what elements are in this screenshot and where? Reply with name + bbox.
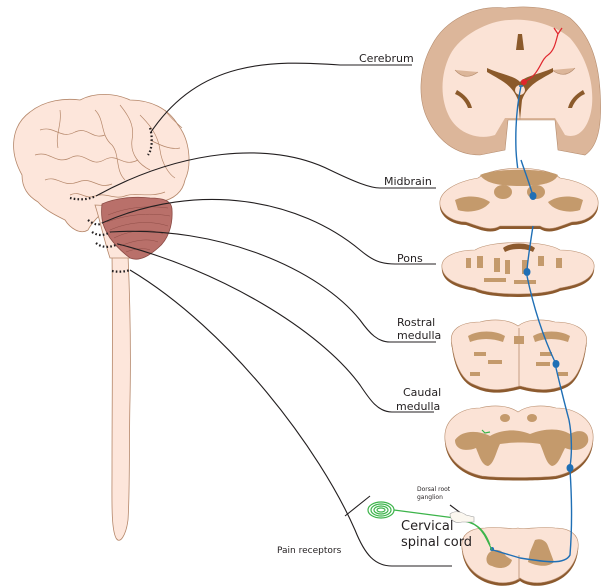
- leader-cerebrum: [150, 62, 412, 133]
- leader-lines: [95, 62, 463, 567]
- label-cervical-cord-1: Cervical: [401, 519, 453, 534]
- label-pain-receptors: Pain receptors: [277, 546, 342, 556]
- label-dorsal-root-ganglion-2: ganglion: [417, 494, 443, 501]
- section-marker-midbrain: [69, 194, 97, 201]
- midbrain-section: [439, 159, 599, 232]
- label-rostral-medulla-2: medulla: [397, 329, 441, 342]
- pons-section: [441, 225, 595, 297]
- label-dorsal-root-ganglion-1: Dorsal root: [417, 486, 451, 493]
- label-pons: Pons: [397, 252, 423, 265]
- cerebellum-lateral: [101, 196, 173, 260]
- section-marker-pons: [87, 219, 103, 226]
- leader-pain-receptors: [344, 495, 371, 517]
- label-cervical-cord-2: spinal cord: [401, 535, 472, 550]
- labels: Cerebrum Midbrain Pons Rostral medulla C…: [277, 52, 472, 556]
- leader-pons: [101, 199, 436, 265]
- cortical-neuron-axon: [523, 33, 559, 83]
- rostral-medulla-section: [450, 275, 587, 393]
- label-caudal-medulla-2: medulla: [396, 400, 440, 413]
- label-midbrain: Midbrain: [384, 175, 432, 188]
- sensory-neuron: [367, 501, 493, 551]
- leader-rostral-medulla: [109, 230, 436, 343]
- section-marker-cervical-cord: [111, 268, 131, 273]
- spinal-cord-lateral: [111, 254, 131, 541]
- cervical-spinal-cord-section: [461, 469, 579, 586]
- leader-midbrain: [95, 152, 436, 197]
- leader-cervical-cord: [129, 269, 452, 567]
- caudal-medulla-section: [444, 367, 594, 481]
- label-caudal-medulla-1: Caudal: [403, 386, 441, 399]
- section-marker-rostral-medulla: [91, 231, 111, 237]
- label-rostral-medulla-1: Rostral: [397, 316, 435, 329]
- lateral-brain: [13, 93, 190, 541]
- leader-caudal-medulla: [117, 243, 434, 413]
- pain-receptor-spiral: [367, 501, 395, 519]
- section-marker-cerebrum: [147, 127, 153, 156]
- dorsal-root-ganglion: [449, 511, 475, 523]
- label-cerebrum: Cerebrum: [359, 52, 414, 65]
- cerebrum-section: [420, 6, 601, 196]
